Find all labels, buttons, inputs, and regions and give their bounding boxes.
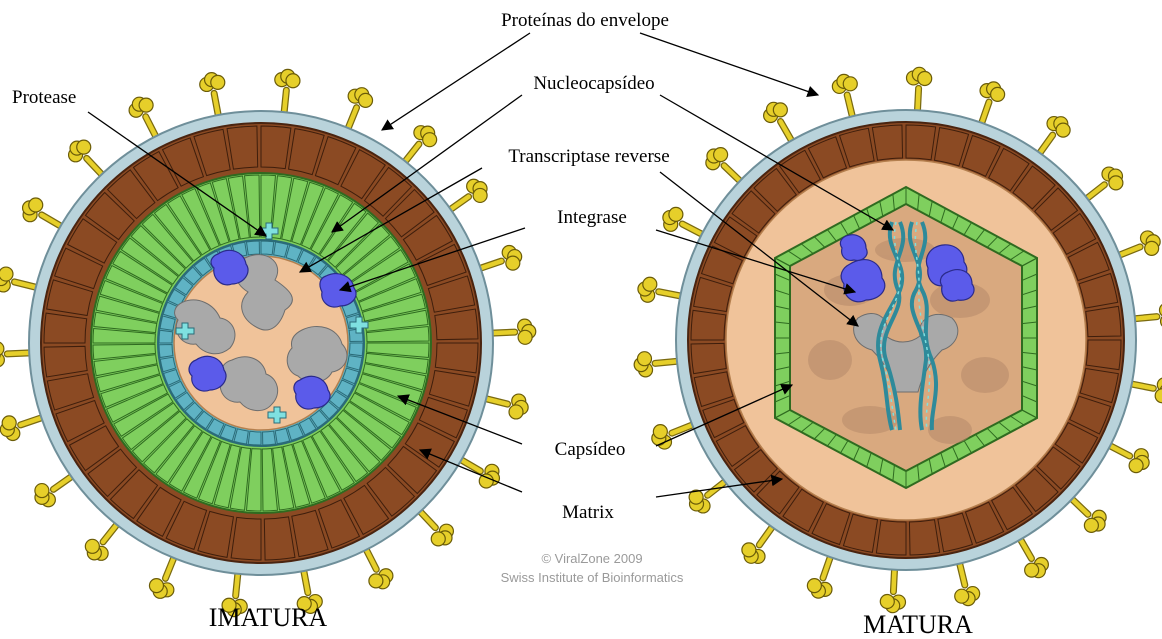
immature-enzyme-1 <box>211 250 248 285</box>
nucleocapsid-segment <box>248 431 261 445</box>
spike-head <box>742 543 756 557</box>
spike-head <box>423 133 437 147</box>
matrix-segment <box>261 126 291 169</box>
spike-head <box>85 539 99 553</box>
spike-head <box>880 595 894 609</box>
spike-head <box>637 352 651 366</box>
arrow-envelope-left <box>382 33 530 130</box>
credit-line-2: Swiss Institute of Bioinformatics <box>501 570 684 585</box>
matrix-segment <box>435 343 478 373</box>
spike-head <box>369 574 383 588</box>
spike-head <box>1129 459 1143 473</box>
spike-head <box>1155 389 1162 403</box>
spike-head <box>77 140 91 154</box>
label-nucleocapsid: Nucleocapsídeo <box>533 73 654 94</box>
matrix-segment <box>44 313 87 343</box>
matrix-segment <box>906 125 936 160</box>
spike-head <box>518 330 532 344</box>
spike-head <box>1109 176 1123 190</box>
spike-head <box>0 267 13 281</box>
spike-head <box>669 207 683 221</box>
spike-head <box>1145 241 1159 255</box>
spike-head <box>509 405 523 419</box>
spike-head <box>1056 123 1070 137</box>
label-reverse-transcriptase: Transcriptase reverse <box>508 146 669 167</box>
matrix-segment <box>231 517 261 560</box>
spike-head <box>714 148 728 162</box>
immature-virion <box>0 69 536 616</box>
matrix-segment <box>876 520 906 555</box>
label-matrix: Matrix <box>562 502 614 523</box>
nucleocapsid-segment <box>263 431 276 445</box>
nucleocapsid-segment <box>349 343 363 356</box>
spike-head <box>1025 563 1039 577</box>
nucleocapsid-segment <box>261 241 274 255</box>
spike-head <box>431 532 445 546</box>
label-envelope-proteins: Proteínas do envelope <box>501 10 669 31</box>
spike-head <box>843 77 857 91</box>
matrix-segment <box>909 520 939 555</box>
caption-immature: IMATURA <box>209 603 328 632</box>
credit-line-1: © ViralZone 2009 <box>541 551 642 566</box>
mature-virion <box>634 67 1162 612</box>
nucleocapsid-segment <box>246 241 259 255</box>
spike-head <box>29 198 43 212</box>
spike-head <box>807 579 821 593</box>
spike-head <box>479 474 493 488</box>
nucleocapsid-segment <box>159 345 173 358</box>
mature-enzyme-left <box>841 260 885 302</box>
caption-mature: MATURA <box>863 610 973 639</box>
label-capsid: Capsídeo <box>555 439 626 460</box>
matrix-segment <box>1086 306 1121 336</box>
spike-head <box>211 75 225 89</box>
spike-head <box>139 98 153 112</box>
spike-head <box>653 425 667 439</box>
arrow-envelope-right <box>640 33 818 95</box>
matrix-segment <box>691 343 726 373</box>
spike-head <box>286 74 300 88</box>
spike-head <box>0 342 4 356</box>
nucleocapsid-segment <box>159 330 173 343</box>
mature-enzyme-right-2 <box>940 270 974 301</box>
spike-head <box>35 484 49 498</box>
mature-enzyme-left-2 <box>840 235 867 261</box>
spike-head <box>473 188 487 202</box>
spike-head <box>991 87 1005 101</box>
label-protease: Protease <box>12 87 76 108</box>
spike-head <box>918 71 932 85</box>
matrix-segment <box>872 125 902 160</box>
label-integrase: Integrase <box>557 207 627 228</box>
matrix-segment <box>1086 340 1121 370</box>
spike-head <box>773 103 787 117</box>
spike-head <box>643 277 657 291</box>
spike-head <box>2 416 16 430</box>
immature-enzyme-3 <box>189 356 226 391</box>
spike-head <box>955 589 969 603</box>
spike-head <box>1084 518 1098 532</box>
spike-head <box>359 93 373 107</box>
spike-head <box>149 579 163 593</box>
spike-head <box>506 256 520 270</box>
matrix-segment <box>691 310 726 340</box>
